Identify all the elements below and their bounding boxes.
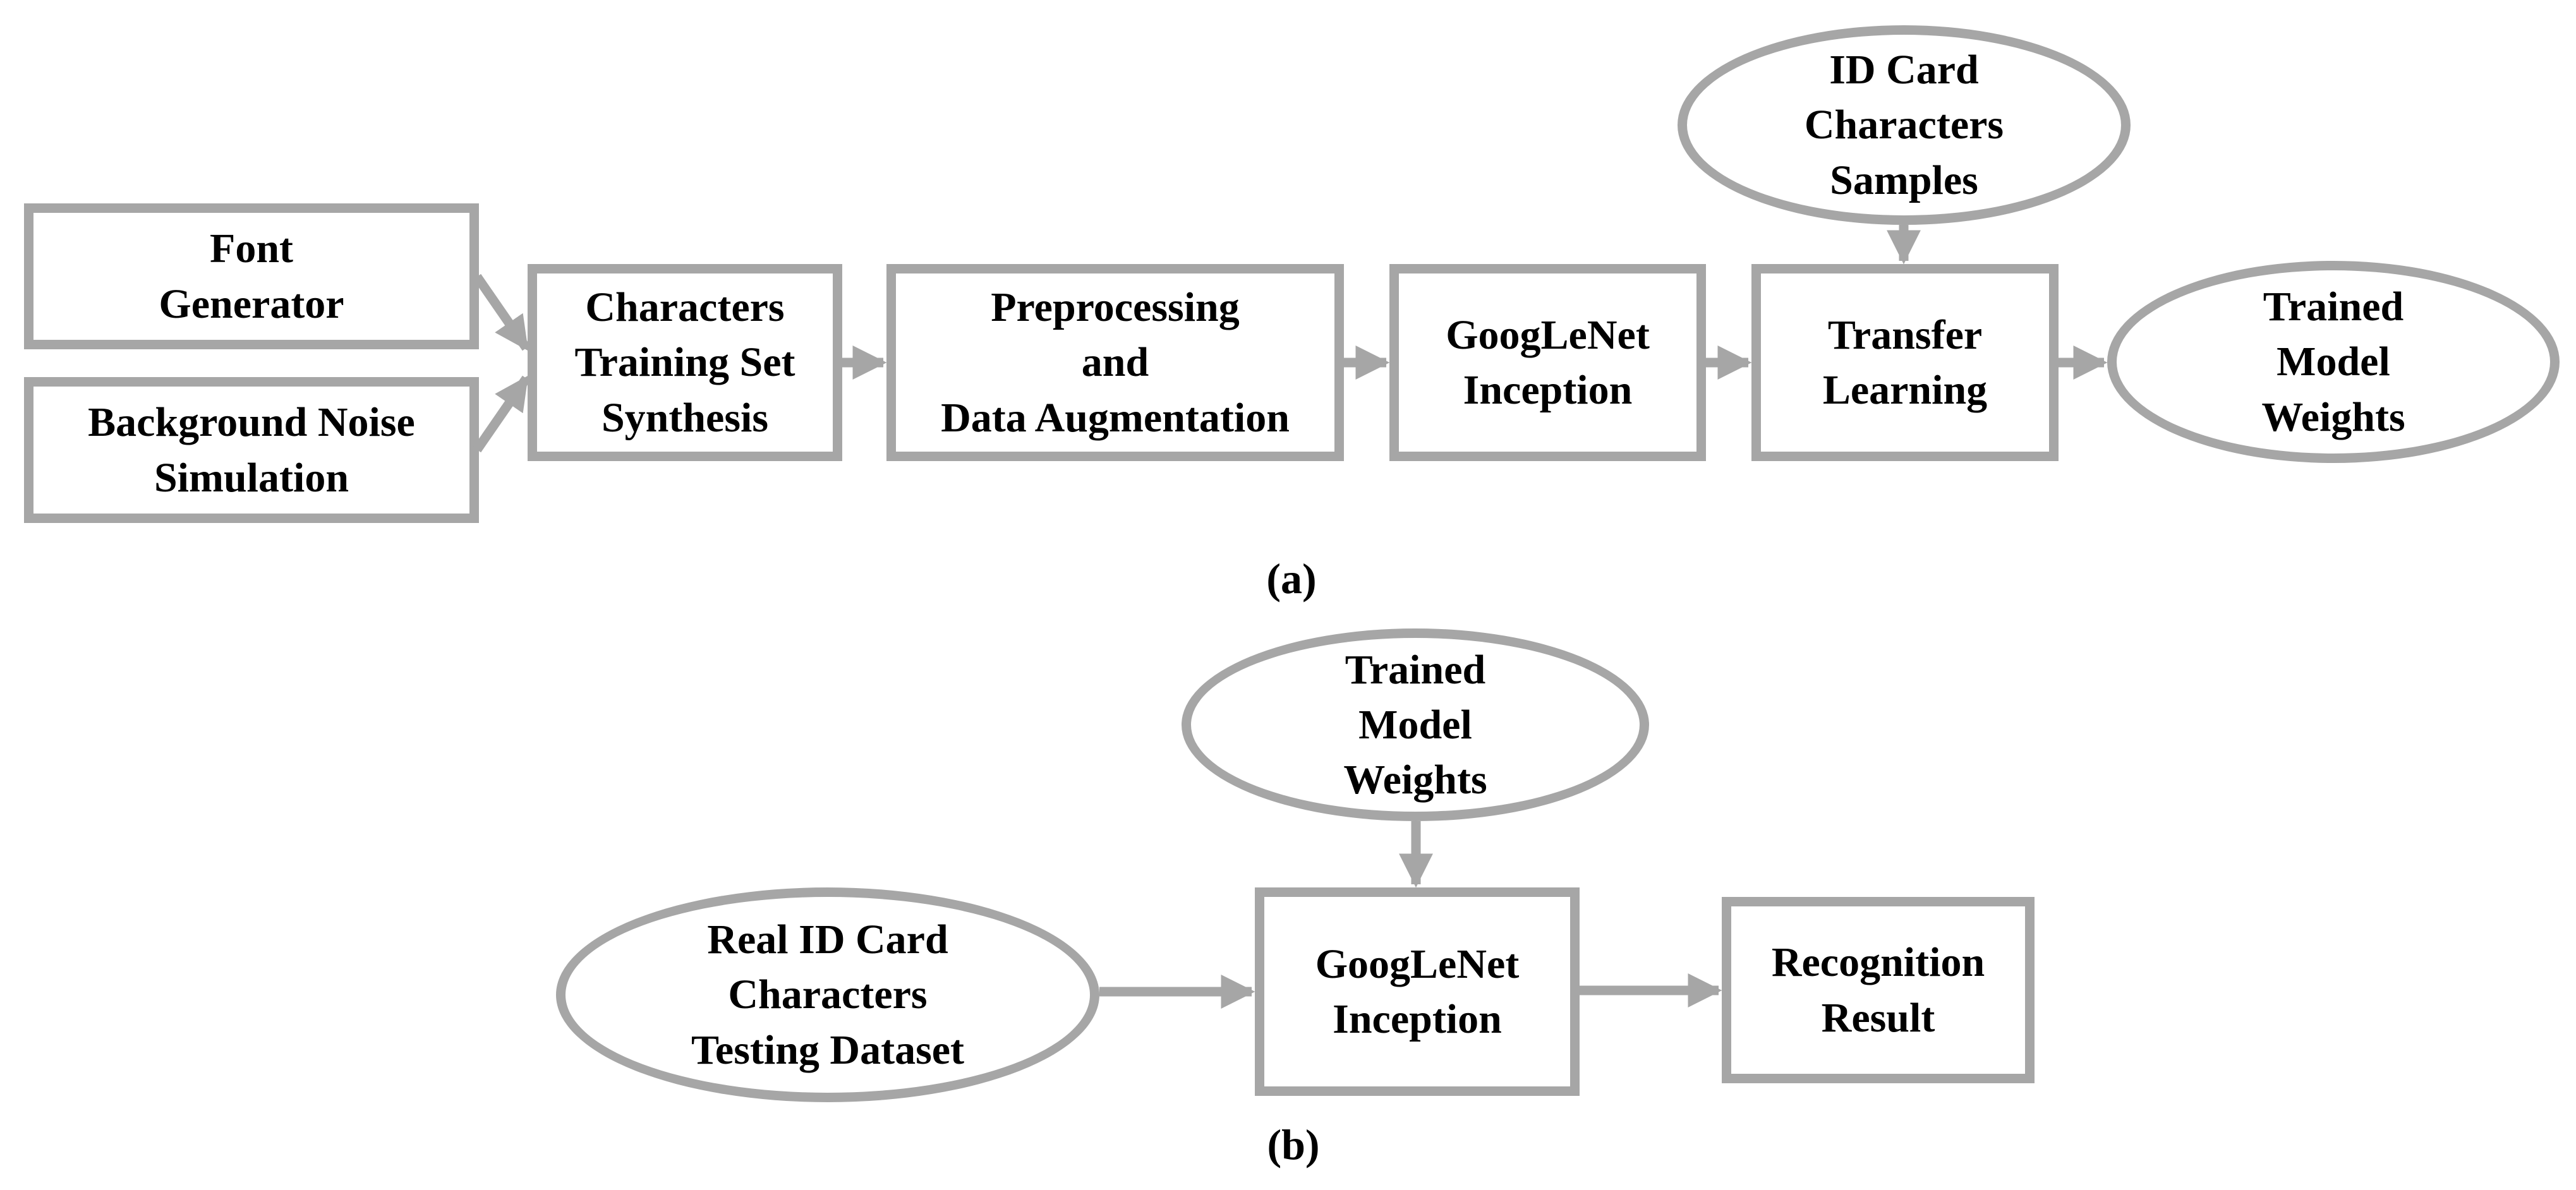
node-preprocessing-data-augmentation: Preprocessing and Data Augmentation [886, 264, 1344, 461]
node-font-generator: Font Generator [24, 203, 479, 349]
node-id-card-samples-line3: Samples [1830, 157, 1978, 203]
node-trained-weights-a-line2: Model [2277, 339, 2390, 385]
node-trained-weights-a-line1: Trained [2263, 284, 2404, 330]
node-googlenet-test-line2: Inception [1333, 996, 1502, 1042]
node-id-card-samples-line1: ID Card [1829, 47, 1979, 93]
node-googlenet-inception-train: GoogLeNet Inception [1389, 264, 1706, 461]
node-trained-model-weights-input: Trained Model Weights [1182, 628, 1649, 821]
node-real-id-card-testing-dataset: Real ID Card Characters Testing Dataset [556, 887, 1099, 1102]
node-transfer-learning-line2: Learning [1822, 367, 1988, 413]
caption-part-a: (a) [1266, 555, 1317, 603]
node-googlenet-test-line1: GoogLeNet [1315, 941, 1520, 987]
arrow-background-noise-to-synthesis [473, 375, 531, 453]
node-characters-synthesis-line2: Training Set [574, 339, 795, 386]
node-characters-training-set-synthesis: Characters Training Set Synthesis [528, 264, 842, 461]
node-background-noise-simulation: Background Noise Simulation [24, 377, 479, 523]
node-real-id-dataset-line1: Real ID Card [707, 917, 948, 963]
node-characters-synthesis-line3: Synthesis [601, 394, 769, 441]
node-preprocessing-line2: and [1081, 339, 1149, 386]
node-googlenet-inception-test: GoogLeNet Inception [1255, 887, 1580, 1096]
node-recognition-result-line2: Result [1821, 994, 1935, 1041]
node-background-noise-line1: Background Noise [88, 399, 415, 446]
node-preprocessing-line3: Data Augmentation [941, 394, 1290, 441]
node-googlenet-train-line2: Inception [1463, 367, 1633, 413]
node-transfer-learning-line1: Transfer [1827, 311, 1983, 358]
node-font-generator-line1: Font [210, 225, 293, 272]
node-id-card-samples-line2: Characters [1804, 102, 2004, 148]
node-id-card-characters-samples: ID Card Characters Samples [1678, 25, 2131, 225]
node-trained-weights-b-line1: Trained [1345, 646, 1486, 693]
node-preprocessing-line1: Preprocessing [991, 284, 1240, 331]
node-characters-synthesis-line1: Characters [585, 284, 785, 331]
caption-part-b: (b) [1267, 1121, 1320, 1169]
node-trained-weights-b-line3: Weights [1343, 757, 1487, 803]
node-background-noise-line2: Simulation [154, 454, 349, 501]
node-trained-model-weights-output: Trained Model Weights [2107, 261, 2560, 463]
node-trained-weights-b-line2: Model [1358, 701, 1472, 748]
node-transfer-learning: Transfer Learning [1751, 264, 2059, 461]
node-trained-weights-a-line3: Weights [2261, 394, 2405, 440]
node-recognition-result-line1: Recognition [1771, 939, 1985, 986]
node-font-generator-line2: Generator [159, 280, 344, 327]
node-real-id-dataset-line3: Testing Dataset [691, 1026, 965, 1073]
arrow-font-generator-to-synthesis [473, 273, 531, 351]
node-real-id-dataset-line2: Characters [728, 971, 928, 1018]
node-googlenet-train-line1: GoogLeNet [1446, 311, 1650, 358]
node-recognition-result: Recognition Result [1722, 897, 2035, 1083]
